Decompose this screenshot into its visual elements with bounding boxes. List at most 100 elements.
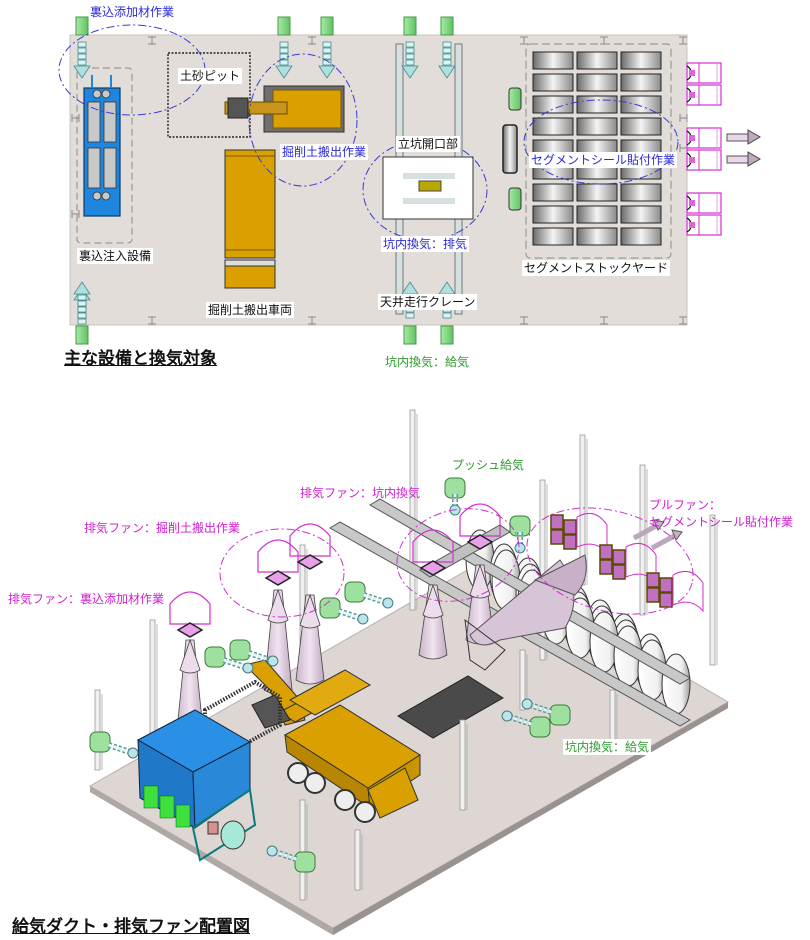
airflow-arrowhead <box>267 655 279 667</box>
label-exhaust-fan-excavated: 排気ファン：掘削土搬出作業 <box>84 521 241 535</box>
backfill-injection-plant-iso <box>136 709 257 862</box>
soil-pit <box>167 52 251 138</box>
supply-fan-unit <box>508 87 522 111</box>
exhaust-fan-housing <box>169 591 211 625</box>
segment-tile <box>532 73 574 92</box>
label-tunnel-vent-exhaust: 坑内換気：排気 <box>381 236 470 252</box>
label-excavated-soil-vehicle: 掘削土搬出車両 <box>206 302 295 318</box>
segment-tile <box>532 227 574 246</box>
label-segment-stock-yard: セグメントストックヤード <box>522 260 671 276</box>
label-tunnel-vent-supply-plan: 坑内換気：給気 <box>385 355 470 369</box>
segment-ring-iso <box>661 653 691 715</box>
column <box>539 479 546 661</box>
column <box>519 649 526 711</box>
exhaust-duct-cone <box>295 594 325 685</box>
supply-fan <box>549 704 571 726</box>
pull-fan-cell <box>646 572 660 588</box>
label-pull-fan-line1: プルファン： <box>649 498 722 512</box>
exhaust-fan-housing <box>289 523 331 557</box>
supply-duct-inlets <box>75 16 454 345</box>
plan-view-diagram <box>58 16 761 345</box>
dump-truck-iso <box>284 704 421 823</box>
airflow-arrowhead <box>357 613 369 625</box>
airflow-arrowhead <box>266 845 278 857</box>
column <box>149 619 156 741</box>
segment-tile <box>576 205 618 224</box>
segment-tile <box>576 117 618 136</box>
pull-fan-cell <box>563 519 577 535</box>
segment-tile <box>620 117 662 136</box>
airflow-arrowhead <box>127 747 139 759</box>
label-tunnel-vent-supply-iso: 坑内換気：給気 <box>563 739 652 755</box>
shaft-exhaust-horn <box>464 554 587 671</box>
pull-fan-cell <box>599 544 613 560</box>
column <box>459 719 466 811</box>
label-soil-pit: 土砂ピット <box>178 68 243 84</box>
backfill-equipment-zone <box>76 67 133 244</box>
segment-tile <box>576 73 618 92</box>
shaft-opening <box>382 156 474 220</box>
column <box>354 829 361 891</box>
supply-fan-unit <box>508 187 522 211</box>
excavator-plan <box>224 85 345 133</box>
pull-fan-cell <box>550 514 564 530</box>
supply-fan <box>444 477 466 499</box>
supply-fan <box>529 716 551 738</box>
exhaust-arrows-plan <box>726 129 761 167</box>
backfill-injection-plant <box>83 75 121 217</box>
segment-tile <box>620 51 662 70</box>
airflow-arrowhead <box>514 542 526 554</box>
segment-tile <box>532 51 574 70</box>
segment-tile <box>532 95 574 114</box>
label-excavated-soil-removal-work: 掘削土搬出作業 <box>280 144 369 160</box>
iso-view-title: 給気ダクト・排気ファン配置図 <box>12 917 250 937</box>
supply-fan <box>229 639 251 661</box>
label-overhead-crane: 天井走行クレーン <box>378 294 478 310</box>
label-push-supply: プッシュ給気 <box>452 458 525 472</box>
pull-fan-cell <box>646 587 660 603</box>
pull-fan-cell <box>659 592 673 608</box>
plan-view-title: 主な設備と換気対象 <box>64 349 217 369</box>
column <box>709 514 716 666</box>
pull-fan-cell <box>563 534 577 550</box>
airflow-arrowhead <box>501 710 513 722</box>
column <box>639 464 646 616</box>
dump-truck-plan <box>224 149 276 289</box>
pull-fan-cell <box>612 564 626 580</box>
exhaust-fan-housing <box>412 529 454 563</box>
pull-fan-cell <box>659 577 673 593</box>
supply-fan <box>89 731 111 753</box>
segment-tile <box>532 205 574 224</box>
label-exhaust-fan-backfill: 排気ファン：裏込添加材作業 <box>8 592 165 606</box>
segment-tile <box>532 183 574 202</box>
airflow-arrowhead <box>382 597 394 609</box>
segment-tile <box>576 51 618 70</box>
supply-fan <box>294 851 316 873</box>
exhaust-zone-outlines <box>219 507 694 618</box>
label-backfill-additive-work: 裏込添加材作業 <box>90 5 175 19</box>
label-shaft-opening: 立坑開口部 <box>396 136 461 152</box>
pull-fan-cell <box>550 529 564 545</box>
label-segment-seal-work: セグメントシール貼付作業 <box>529 152 678 168</box>
segment-tile <box>620 95 662 114</box>
pull-fan-cell <box>612 549 626 565</box>
segment-tile <box>620 227 662 246</box>
label-exhaust-fan-tunnel: 排気ファン：坑内換気 <box>300 486 421 500</box>
supply-fan <box>509 515 531 537</box>
segment-tile <box>532 117 574 136</box>
exhaust-fans-iso <box>169 503 501 638</box>
supply-fan <box>204 646 226 668</box>
column <box>299 799 306 901</box>
segment-tile <box>620 73 662 92</box>
airflow-arrowhead <box>521 698 533 710</box>
label-backfill-injection-equipment: 裏込注入設備 <box>77 248 154 264</box>
supply-fans-iso <box>89 477 571 873</box>
exhaust-fan-housing <box>459 503 501 537</box>
label-pull-fan-line2: セグメントシール貼付作業 <box>649 515 794 529</box>
pull-fan-cell <box>599 559 613 575</box>
supply-fan <box>344 581 366 603</box>
segment-tile <box>620 205 662 224</box>
segment-tile <box>620 183 662 202</box>
column <box>94 689 101 771</box>
